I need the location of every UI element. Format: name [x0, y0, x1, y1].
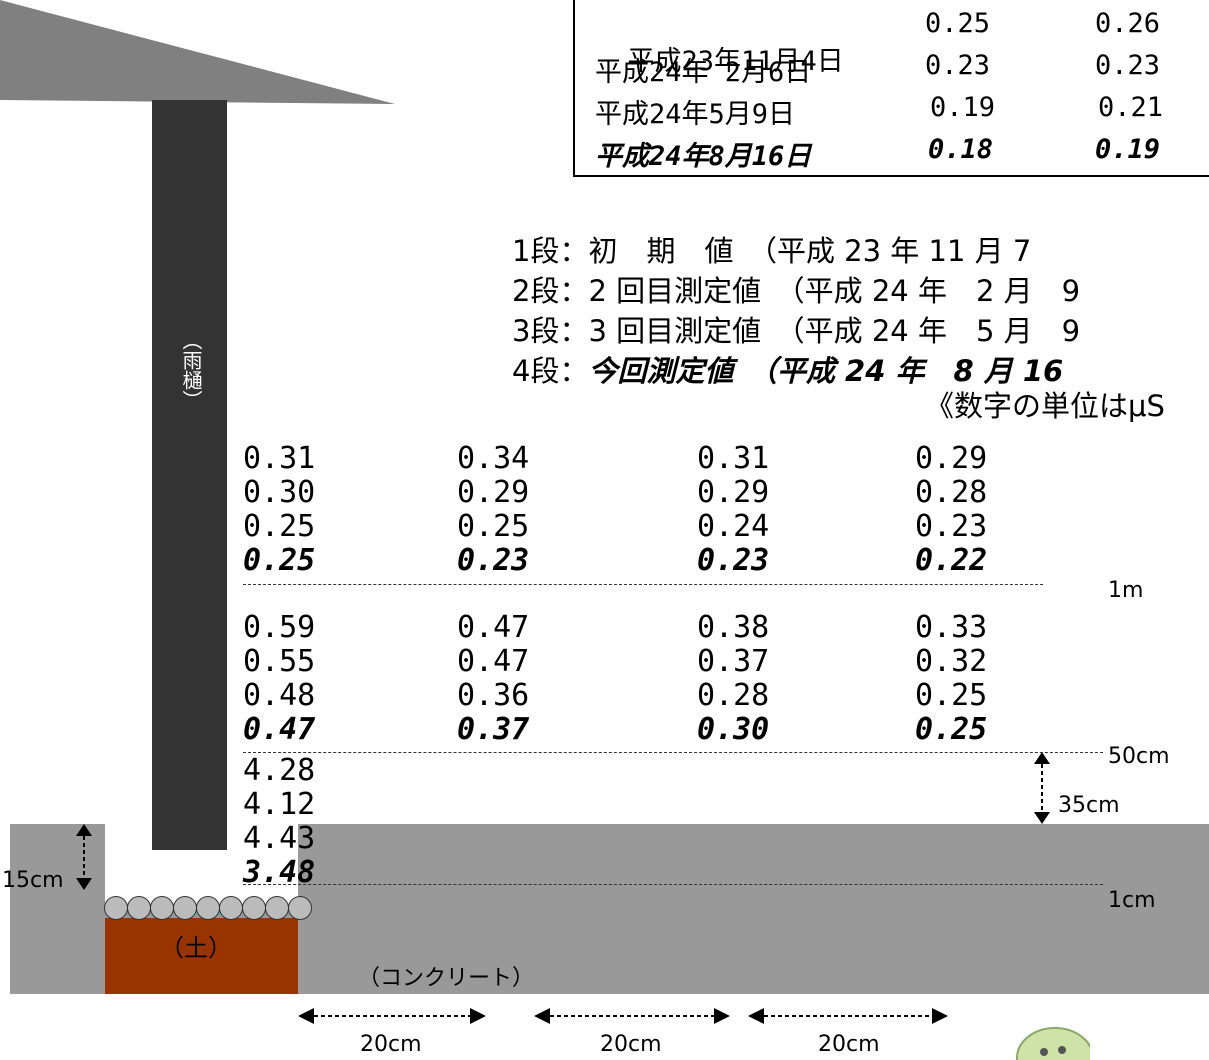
legend-line-3: 3段：3 回目測定値 （平成 24 年 5 月 9 — [512, 314, 1081, 348]
table-cell: 0.19 — [1095, 134, 1161, 165]
table-cell: 0.25 — [925, 8, 991, 39]
dimension-label-20cm: 20cm — [600, 1032, 662, 1057]
table-cell: 0.26 — [1095, 8, 1161, 39]
table-cell: 0.19 — [930, 92, 996, 123]
unit-note: 《数字の単位はμS — [925, 389, 1165, 423]
roof-shape — [0, 0, 395, 104]
drainpipe — [152, 100, 227, 850]
dimension-label-35cm: 35cm — [1058, 793, 1120, 818]
concrete-slab — [298, 824, 1209, 994]
mascot-illustration — [1016, 1027, 1090, 1060]
legend-line-1: 1段：初 期 値 （平成 23 年 11 月 7 — [512, 234, 1032, 268]
dimension-arrow-15cm — [76, 824, 92, 890]
soil-label: （土） — [160, 934, 232, 962]
dimension-label-20cm: 20cm — [818, 1032, 880, 1057]
gravel-row — [104, 896, 312, 920]
table-cell: 0.18 — [928, 134, 994, 165]
legend-line-2: 2段：2 回目測定値 （平成 24 年 2 月 9 — [512, 274, 1081, 308]
table-cell: 0.23 — [1095, 50, 1161, 81]
height-line-1m — [243, 584, 1043, 585]
dimension-label-15cm: 15cm — [2, 868, 64, 893]
table-row: 平成24年5月9日 — [595, 99, 796, 130]
dimension-arrow-35cm — [1034, 752, 1050, 824]
table-row: 平成24年8月16日 — [595, 141, 812, 172]
table-row: 平成24年 2月6日 — [595, 57, 812, 88]
table-row: 平成23年11月4日 — [627, 46, 844, 77]
height-label-50cm: 50cm — [1108, 744, 1170, 769]
measurement-table — [573, 0, 1209, 177]
concrete-label: （コンクリート） — [358, 966, 535, 991]
height-label-1m: 1m — [1108, 578, 1144, 603]
table-cell: 0.23 — [925, 50, 991, 81]
height-label-1cm: 1cm — [1108, 888, 1156, 913]
dimension-label-20cm: 20cm — [360, 1032, 422, 1057]
soil-block — [105, 918, 298, 994]
dimension-arrows-20cm — [298, 1008, 948, 1024]
height-line-1cm — [243, 884, 1103, 885]
drainpipe-label: （雨樋） — [179, 330, 203, 410]
table-cell: 0.21 — [1098, 92, 1164, 123]
height-line-50cm — [243, 752, 1103, 753]
legend-line-4: 4段：今回測定値 （平成 24 年 8 月 16 — [512, 354, 1064, 388]
